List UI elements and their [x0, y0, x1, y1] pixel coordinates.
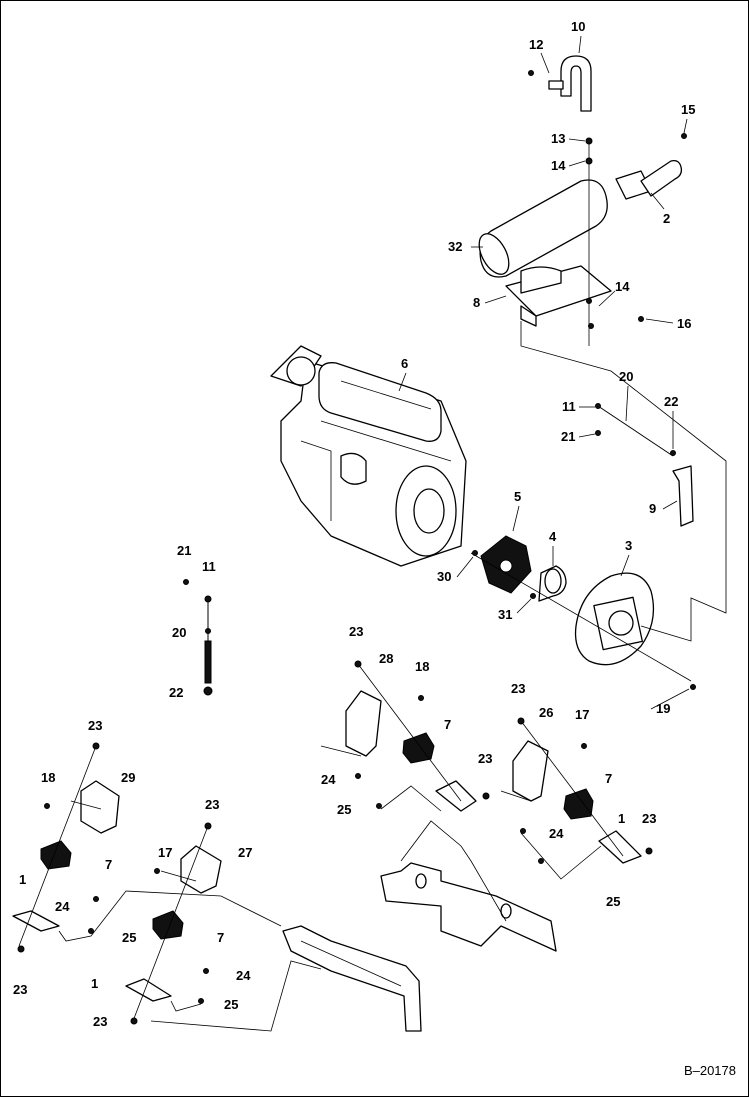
rubber-mount-part-7c — [40, 840, 72, 870]
callout-10: 10 — [571, 19, 585, 34]
callout-23: 23 — [478, 751, 492, 766]
muffler-part-32 — [478, 179, 608, 278]
callout-31: 31 — [498, 607, 512, 622]
exhaust-pipe-part-2 — [615, 159, 683, 200]
callout-5: 5 — [514, 489, 521, 504]
mount-plate-part-1a — [435, 780, 477, 812]
callout-20: 20 — [619, 369, 633, 384]
callout-15: 15 — [681, 102, 695, 117]
callout-25: 25 — [606, 894, 620, 909]
cable-bracket-part-9 — [672, 465, 694, 527]
adapter-plate-part-3 — [574, 572, 655, 666]
callout-20: 20 — [172, 625, 186, 640]
mount-bracket-part-29 — [70, 780, 120, 834]
callout-24: 24 — [321, 772, 336, 787]
mount-plate-part-1b — [598, 830, 642, 864]
callout-22: 22 — [169, 685, 183, 700]
mount-bracket-part-26 — [500, 740, 549, 802]
callout-6: 6 — [401, 356, 408, 371]
callout-7: 7 — [444, 717, 451, 732]
callout-27: 27 — [238, 845, 252, 860]
coupling-part-5 — [480, 535, 532, 594]
callout-7: 7 — [605, 771, 612, 786]
frame-panel-right — [380, 820, 557, 952]
callout-24: 24 — [549, 826, 564, 841]
muffler-bracket-part-8 — [505, 265, 612, 327]
callout-22: 22 — [664, 394, 678, 409]
callout-21: 21 — [561, 429, 575, 444]
callout-18: 18 — [415, 659, 429, 674]
callout-18: 18 — [41, 770, 55, 785]
callout-23: 23 — [88, 718, 102, 733]
callout-30: 30 — [437, 569, 451, 584]
callout-13: 13 — [551, 131, 565, 146]
callout-7: 7 — [217, 930, 224, 945]
hub-part-4 — [538, 565, 567, 602]
mount-plate-part-1d — [125, 978, 172, 1002]
callout-11: 11 — [562, 399, 576, 414]
callout-28: 28 — [379, 651, 393, 666]
callout-25: 25 — [337, 802, 351, 817]
callout-19: 19 — [656, 701, 670, 716]
callout-2: 2 — [663, 211, 670, 226]
callout-8: 8 — [473, 295, 480, 310]
rubber-mount-part-7b — [563, 788, 594, 820]
callout-3: 3 — [625, 538, 632, 553]
callout-23: 23 — [349, 624, 363, 639]
callout-1: 1 — [91, 976, 98, 991]
callout-1: 1 — [19, 872, 26, 887]
callout-12: 12 — [529, 37, 543, 52]
muffler-clamp-part-10 — [548, 55, 592, 112]
frame-rail-bottom — [150, 925, 422, 1032]
callout-21: 21 — [177, 543, 191, 558]
mount-bracket-part-28 — [320, 690, 382, 757]
callout-16: 16 — [677, 316, 691, 331]
callout-24: 24 — [236, 968, 251, 983]
callout-17: 17 — [158, 845, 172, 860]
callout-11: 11 — [202, 559, 216, 574]
callout-26: 26 — [539, 705, 553, 720]
callout-24: 24 — [55, 899, 70, 914]
callout-29: 29 — [121, 770, 135, 785]
callout-25: 25 — [122, 930, 136, 945]
callout-14: 14 — [551, 158, 566, 173]
mount-plate-part-1c — [12, 910, 60, 932]
rubber-mount-part-7d — [152, 910, 184, 940]
callout-leader-lines — [398, 35, 690, 710]
callout-25: 25 — [224, 997, 238, 1012]
callout-1: 1 — [618, 811, 625, 826]
callout-32: 32 — [448, 239, 462, 254]
callout-23: 23 — [13, 982, 27, 997]
callout-17: 17 — [575, 707, 589, 722]
figure-id-label: B–20178 — [683, 1063, 736, 1078]
callout-9: 9 — [649, 501, 656, 516]
rubber-mount-part-7a — [402, 732, 435, 764]
mount-bracket-part-27 — [160, 845, 222, 894]
callout-7: 7 — [105, 857, 112, 872]
callout-23: 23 — [205, 797, 219, 812]
callout-14: 14 — [615, 279, 630, 294]
engine-part-6 — [270, 345, 467, 567]
callout-23: 23 — [642, 811, 656, 826]
callout-23: 23 — [511, 681, 525, 696]
callout-4: 4 — [549, 529, 557, 544]
callout-23: 23 — [93, 1014, 107, 1029]
